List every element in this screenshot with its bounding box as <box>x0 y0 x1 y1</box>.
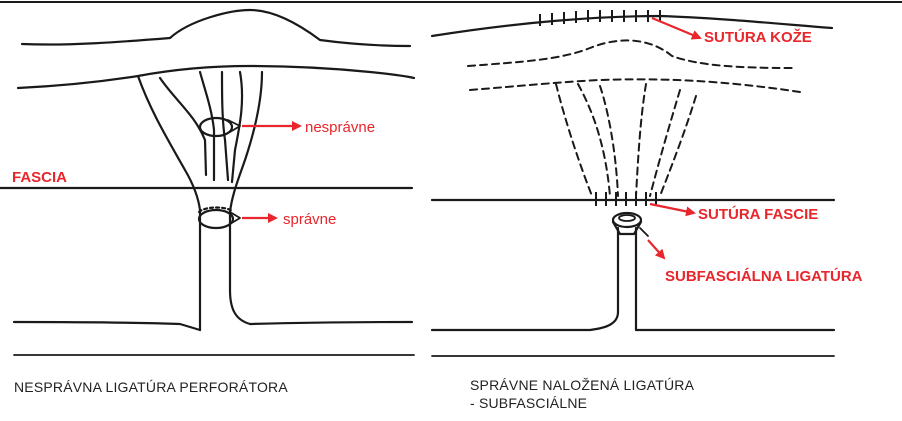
left-correct-ligature-ring <box>199 210 233 228</box>
right-dashed-branch-6 <box>660 96 696 196</box>
right-fascia-suture-ticks <box>596 192 656 206</box>
arrow-skin-suture <box>652 18 700 38</box>
left-deep-layer <box>14 322 412 330</box>
caption-right-line2: - SUBFASCIÁLNE <box>470 395 587 411</box>
caption-left: NESPRÁVNA LIGATÚRA PERFORÁTORA <box>14 379 288 395</box>
right-panel-illustration <box>432 10 834 356</box>
right-dashed-branch-5 <box>650 90 680 196</box>
left-vein-branch-right <box>230 72 262 324</box>
label-incorrect: nesprávne <box>305 119 375 136</box>
right-skin-suture-ticks <box>540 10 660 26</box>
label-fascia-suture: SUTÚRA FASCIE <box>698 205 818 223</box>
arrow-fascia-suture <box>650 204 694 213</box>
label-subfascial-ligature: SUBFASCIÁLNA LIGATÚRA <box>665 267 863 285</box>
arrow-subfascial-ligature <box>648 240 664 258</box>
label-correct: správne <box>283 211 336 228</box>
left-incorrect-ligature-ring <box>200 118 232 136</box>
left-correct-knot <box>230 212 240 224</box>
left-subcutaneous-layer <box>18 66 414 88</box>
right-ligature-tail <box>640 228 648 236</box>
right-ligature-knot-inner <box>619 215 635 221</box>
right-dashed-branch-4 <box>636 84 646 196</box>
label-fascia: FASCIA <box>12 169 67 186</box>
label-skin-suture: SUTÚRA KOŽE <box>704 28 812 46</box>
left-vein-branch-mid-right <box>222 72 228 180</box>
left-vein-branch-mid-left <box>200 72 214 180</box>
right-dashed-subcutaneous <box>470 79 800 92</box>
left-skin-surface <box>22 10 410 46</box>
caption-right-line1: SPRÁVNE NALOŽENÁ LIGATÚRA <box>470 377 695 393</box>
